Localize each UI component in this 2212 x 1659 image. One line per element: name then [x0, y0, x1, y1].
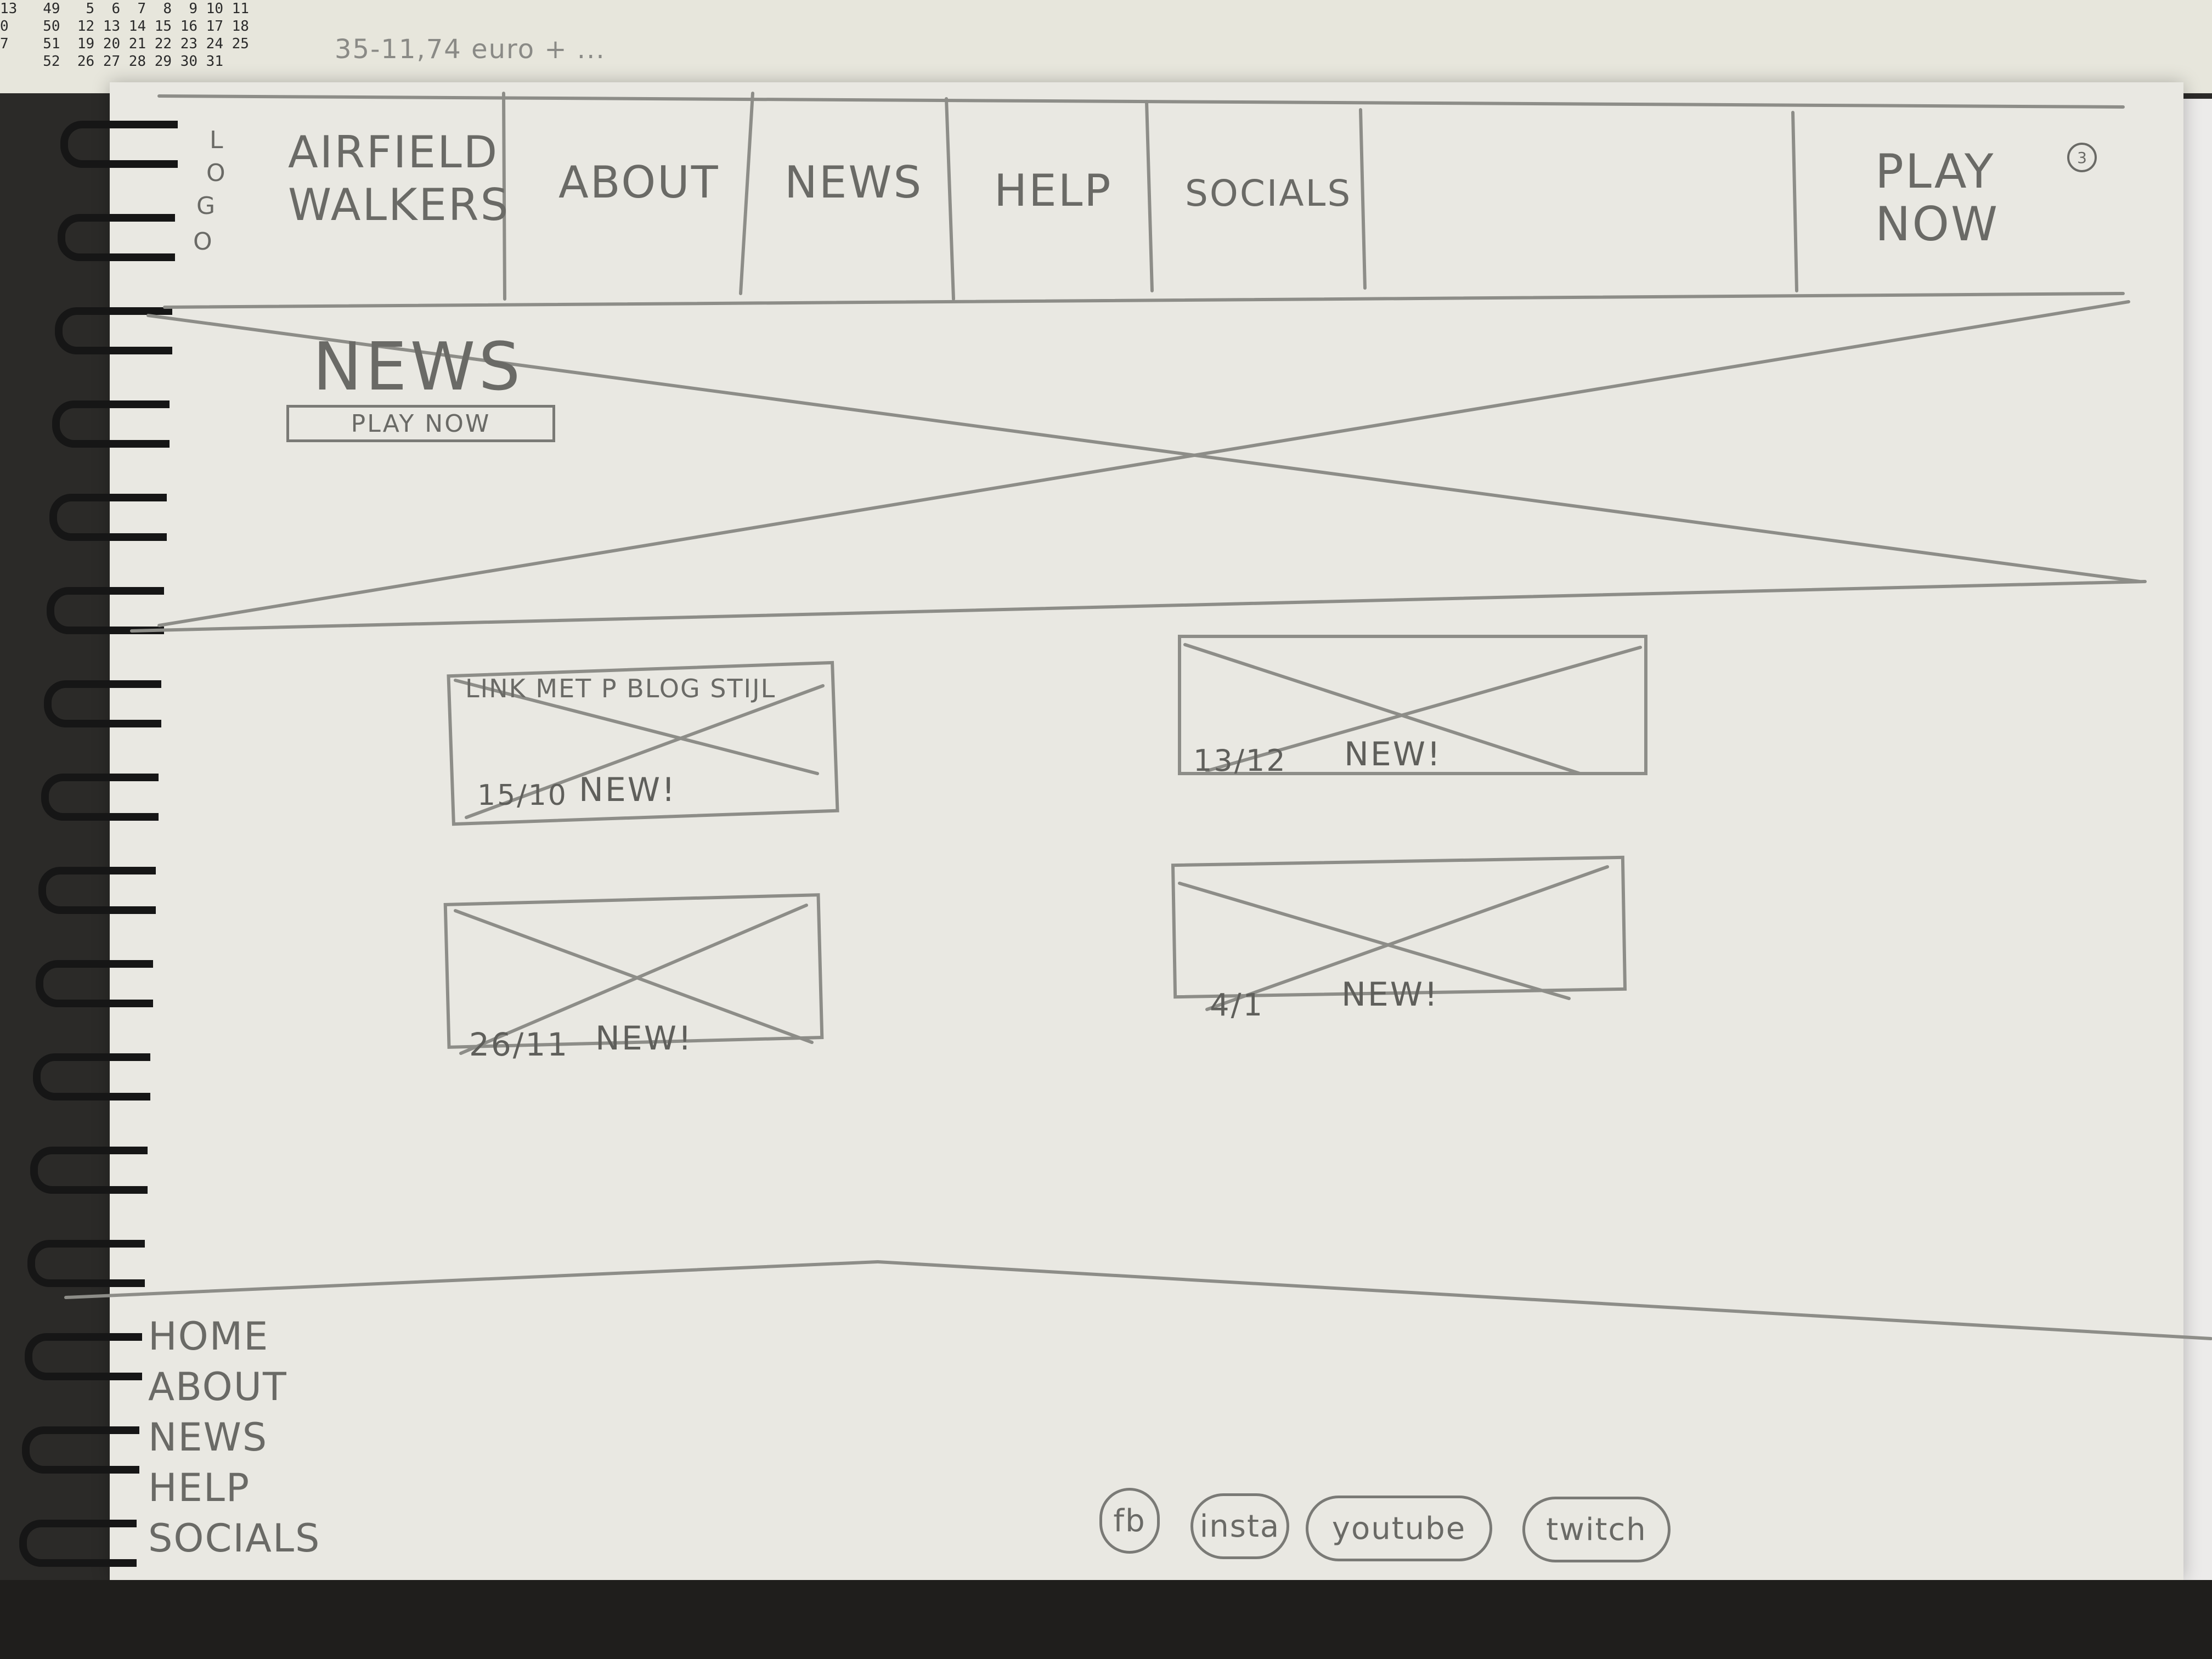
page-number-badge: 3	[2067, 143, 2097, 172]
spiral-ring	[38, 867, 156, 914]
desk-calendar: 13 49 5 6 7 8 9 10 11 0 50 12 13 14 15 1…	[0, 0, 274, 71]
play-now-line: NOW	[1875, 197, 2000, 252]
calendar-row: 0 50 12 13 14 15 16 17 18	[0, 18, 249, 35]
sketch-paper	[110, 82, 2183, 1580]
nav-help[interactable]: HELP	[994, 165, 1113, 216]
logo-letter: O	[193, 228, 212, 256]
facebook-icon[interactable]: fb	[1099, 1488, 1160, 1554]
spiral-ring	[47, 587, 164, 634]
site-name-line: WALKERS	[288, 179, 510, 230]
spiral-ring	[52, 400, 170, 448]
play-now-line: PLAY	[1875, 144, 1995, 199]
calendar-row: 52 26 27 28 29 30 31	[0, 53, 223, 70]
logo-letter: O	[206, 159, 225, 187]
footer-link-socials[interactable]: SOCIALS	[148, 1516, 321, 1561]
spiral-ring	[44, 680, 161, 727]
spiral-ring	[58, 214, 175, 261]
spiral-ring	[60, 121, 178, 168]
twitch-icon[interactable]: twitch	[1522, 1497, 1671, 1562]
calendar-row: 13 49 5 6 7 8 9 10 11	[0, 1, 249, 17]
calendar-row: 7 51 19 20 21 22 23 24 25	[0, 36, 249, 52]
spiral-ring	[25, 1333, 142, 1380]
instagram-icon[interactable]: insta	[1190, 1493, 1289, 1559]
nav-news[interactable]: NEWS	[785, 157, 923, 208]
news-card-badge[interactable]: NEW!	[595, 1019, 693, 1058]
desk-surface	[0, 0, 2212, 93]
spiral-ring	[41, 774, 159, 821]
youtube-icon[interactable]: youtube	[1306, 1496, 1492, 1561]
spiral-ring	[27, 1240, 145, 1287]
hero-play-now-button[interactable]: PLAY NOW	[286, 405, 555, 442]
footer-link-about[interactable]: ABOUT	[148, 1364, 287, 1409]
news-card-date: 4/1	[1210, 988, 1265, 1023]
hero-title: NEWS	[313, 329, 524, 405]
spiral-ring	[19, 1520, 137, 1567]
desk-shadow	[0, 1580, 2212, 1659]
nav-socials[interactable]: SOCIALS	[1185, 172, 1352, 215]
news-card-badge[interactable]: NEW!	[579, 771, 677, 809]
news-card-date: 13/12	[1193, 743, 1287, 778]
news-card-heading: LINK MET P BLOG STIJL	[465, 674, 776, 703]
logo-letter: L	[210, 126, 223, 154]
footer-link-news[interactable]: NEWS	[148, 1415, 268, 1460]
site-name[interactable]: AIRFIELD WALKERS	[288, 126, 510, 232]
nav-about[interactable]: ABOUT	[558, 157, 720, 208]
news-card-date: 26/11	[469, 1026, 569, 1063]
spiral-ring	[33, 1053, 150, 1101]
site-name-line: AIRFIELD	[288, 127, 499, 178]
spiral-binding	[0, 121, 178, 1567]
footer-nav: HOME ABOUT NEWS HELP SOCIALS	[148, 1311, 320, 1564]
spiral-ring	[55, 307, 172, 354]
spiral-ring	[30, 1147, 148, 1194]
spiral-ring	[49, 494, 167, 541]
news-card-date: 15/10	[477, 779, 568, 812]
footer-link-home[interactable]: HOME	[148, 1314, 269, 1359]
news-card-badge[interactable]: NEW!	[1341, 975, 1440, 1014]
logo-letter: G	[196, 192, 216, 220]
footer-link-help[interactable]: HELP	[148, 1465, 251, 1510]
nav-play-now-button[interactable]: PLAY NOW	[1875, 145, 1999, 251]
desk-note: 35-11,74 euro + ...	[335, 34, 606, 65]
spiral-ring	[22, 1426, 139, 1474]
news-card-badge[interactable]: NEW!	[1344, 735, 1442, 774]
spiral-ring	[36, 960, 153, 1007]
